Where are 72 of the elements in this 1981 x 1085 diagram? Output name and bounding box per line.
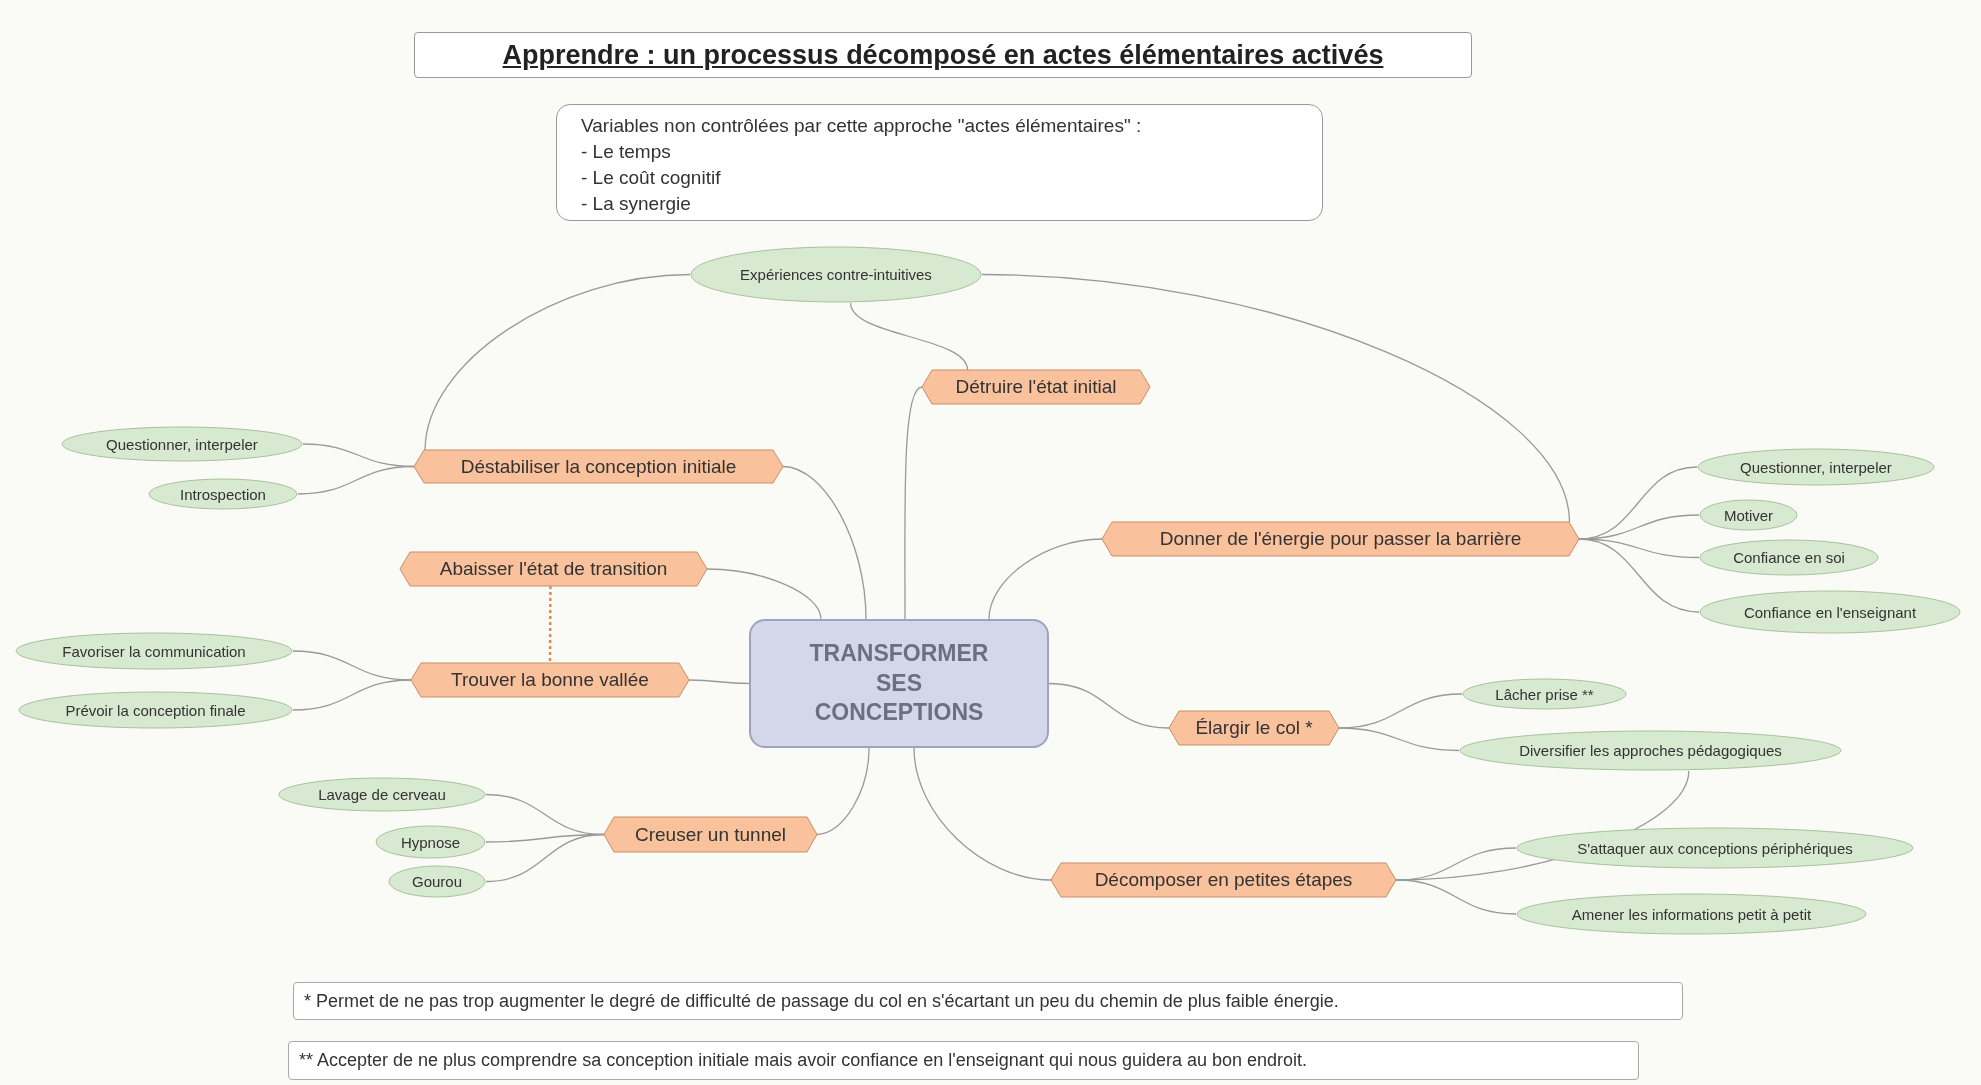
node-label: Lâcher prise ** — [1495, 685, 1594, 703]
branch-hexagon — [400, 552, 707, 586]
node-label: Décomposer en petites étapes — [1094, 869, 1353, 891]
node-label: Hypnose — [400, 833, 461, 851]
node-label: Gourou — [411, 873, 462, 890]
node-label: Questionner, interpeler — [106, 435, 258, 453]
topic-ellipse — [690, 246, 982, 303]
note-text: - Le temps — [581, 140, 671, 164]
topic-ellipse — [18, 691, 293, 729]
topic-ellipse — [1699, 499, 1798, 531]
node-label: Motiver — [1723, 506, 1774, 524]
connector-line — [1048, 682, 1170, 729]
connector-line — [904, 386, 923, 620]
diagram-title: Apprendre : un processus décomposé en actes élémentaires activés — [414, 32, 1472, 78]
connector-line — [1338, 727, 1460, 752]
note-text: Variables non contrôlées par cette approche "actes élémentaires" : — [581, 114, 1142, 138]
topic-ellipse — [1516, 893, 1867, 935]
connector-line — [297, 465, 415, 495]
footnote-text: ** Accepter de ne plus comprendre sa conception initiale mais avoir confiance en l'enseignant qui nous guidera au bon endroit. — [299, 1050, 1308, 1071]
node-label: Confiance en l'enseignant — [1743, 603, 1917, 621]
connector-line — [1578, 538, 1700, 559]
topic-ellipse — [1462, 678, 1627, 710]
topic-ellipse — [15, 632, 293, 670]
node-label: Déstabiliser la conception initiale — [460, 455, 737, 478]
topic-ellipse — [375, 825, 486, 859]
topic-ellipse — [388, 865, 486, 898]
node-label: Élargir le col * — [1195, 717, 1313, 739]
node-label: Abaisser l'état de transition — [439, 558, 668, 580]
connector-line — [981, 273, 1571, 523]
footnote-box — [293, 982, 1683, 1020]
note-text: - Le coût cognitif — [581, 166, 721, 190]
node-label: Amener les informations petit à petit — [1571, 905, 1812, 923]
node-label: Questionner, interpeler — [1740, 458, 1892, 476]
node-label: Diversifier les approches pédagogiques — [1519, 742, 1782, 759]
node-label: Donner de l'énergie pour passer la barrière — [1159, 528, 1522, 550]
connector-line — [688, 679, 750, 685]
branch-hexagon — [922, 370, 1150, 404]
central-topic — [749, 619, 1049, 748]
node-label: Introspection — [180, 485, 266, 503]
connector-line — [292, 679, 412, 711]
branch-hexagon — [411, 663, 689, 697]
connector-line — [849, 302, 969, 371]
branch-hexagon — [1169, 711, 1339, 745]
connector-line — [706, 568, 822, 620]
topic-ellipse — [1459, 730, 1842, 771]
note-text: - La synergie — [581, 192, 691, 216]
node-label: TRANSFORMER SES CONCEPTIONS — [808, 638, 990, 728]
dotted-connector — [548, 586, 552, 663]
topic-ellipse — [1697, 448, 1935, 486]
topic-ellipse — [1699, 590, 1961, 634]
node-label: Détruire l'état initial — [955, 376, 1117, 398]
connector-line — [485, 833, 605, 883]
node-label: Lavage de cerveau — [318, 786, 446, 803]
topic-ellipse — [278, 777, 486, 812]
topic-ellipse — [1699, 539, 1879, 576]
note-box — [556, 104, 1323, 221]
node-label: Expériences contre-intuitives — [740, 266, 932, 283]
topic-ellipse — [148, 478, 298, 510]
footnote-box — [288, 1041, 1639, 1080]
topic-ellipse — [1516, 827, 1914, 869]
footnote-text: * Permet de ne pas trop augmenter le degré de difficulté de passage du col en s'écartant un peu du chemin de plus faible énergie. — [304, 990, 1339, 1012]
branch-hexagon — [604, 817, 817, 852]
branch-hexagon — [1051, 863, 1396, 897]
node-label: S'attaquer aux conceptions périphériques — [1577, 839, 1853, 857]
node-label: Confiance en soi — [1733, 549, 1845, 566]
topic-ellipse — [61, 426, 303, 462]
node-label: Favoriser la communication — [62, 642, 246, 660]
node-label: Creuser un tunnel — [634, 823, 786, 846]
node-label: Trouver la bonne vallée — [451, 669, 649, 691]
connector-line — [424, 273, 691, 451]
node-label: Prévoir la conception finale — [65, 701, 246, 719]
connector-line — [1395, 879, 1517, 915]
